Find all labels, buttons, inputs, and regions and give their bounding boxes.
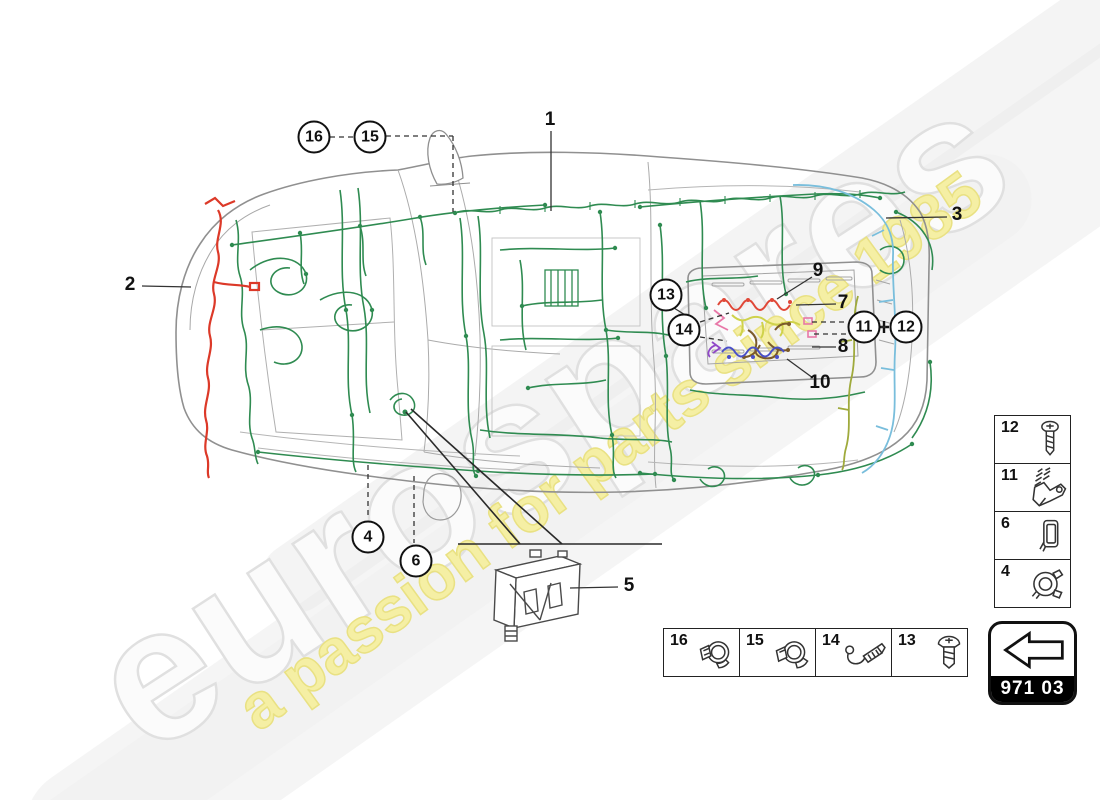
fuse-block: [544, 269, 579, 307]
part-label-10[interactable]: 10: [809, 372, 831, 393]
callout-circle-14[interactable]: 14: [667, 313, 701, 347]
legend-number: 14: [822, 632, 840, 649]
antenna-fin: [427, 129, 464, 185]
legend-number: 4: [1001, 563, 1010, 580]
legend-item-14[interactable]: 14: [815, 629, 891, 676]
legend-item-16[interactable]: 16: [664, 629, 739, 676]
part-label-5[interactable]: 5: [623, 575, 635, 596]
legend-number: 13: [898, 632, 916, 649]
legend-item-4[interactable]: 4: [995, 559, 1070, 607]
callout-circle-4[interactable]: 4: [351, 520, 385, 554]
callout-circle-11[interactable]: 11: [847, 310, 881, 344]
screw-icon: [937, 635, 961, 669]
nav-box[interactable]: 971 03: [988, 621, 1077, 705]
legend-item-11[interactable]: 11: [995, 463, 1070, 511]
legend-item-15[interactable]: 15: [739, 629, 815, 676]
pink-connector: [803, 317, 813, 325]
hose-bracket-icon: [845, 642, 886, 665]
side-legend: 12 11 6: [994, 415, 1071, 608]
ecu-module-drawing: [493, 549, 583, 642]
coil-connector-pink: [713, 309, 729, 331]
legend-number: 11: [1001, 467, 1018, 484]
part-code: 971 03: [991, 676, 1074, 702]
clip-icon: [1039, 519, 1059, 552]
callout-circle-16[interactable]: 16: [297, 120, 331, 154]
part-label-7[interactable]: 7: [837, 292, 849, 313]
back-arrow-area: [991, 624, 1074, 676]
screw-icon: [1041, 420, 1059, 456]
callout-circle-15[interactable]: 15: [353, 120, 387, 154]
ring-clip-icon: [775, 640, 809, 669]
part-label-1[interactable]: 1: [544, 109, 556, 130]
part-label-8[interactable]: 8: [837, 336, 849, 357]
legend-number: 6: [1001, 515, 1010, 532]
legend-item-6[interactable]: 6: [995, 511, 1070, 559]
side-scoop: [422, 473, 462, 521]
grommet-icon: [1031, 568, 1064, 599]
legend-item-13[interactable]: 13: [891, 629, 967, 676]
callout-circle-12[interactable]: 12: [889, 310, 923, 344]
main-green-harness: [229, 187, 934, 488]
leader-lines: [141, 131, 948, 589]
callout-circle-6[interactable]: 6: [399, 544, 433, 578]
legend-item-12[interactable]: 12: [995, 416, 1070, 463]
callout-circle-13[interactable]: 13: [649, 278, 683, 312]
bottom-legend: 16 15 14: [663, 628, 968, 677]
coil-harness-red: [717, 299, 791, 311]
bracket-icon: [1032, 466, 1067, 507]
part-label-9[interactable]: 9: [812, 260, 824, 281]
part-label-3[interactable]: 3: [951, 204, 963, 225]
legend-number: 15: [746, 632, 764, 649]
legend-number: 12: [1001, 419, 1019, 436]
car-body-outline: [175, 129, 931, 521]
ring-clip-icon: [699, 640, 730, 669]
back-arrow-icon: [1002, 630, 1064, 670]
part-label-2[interactable]: 2: [124, 274, 136, 295]
legend-number: 16: [670, 632, 688, 649]
